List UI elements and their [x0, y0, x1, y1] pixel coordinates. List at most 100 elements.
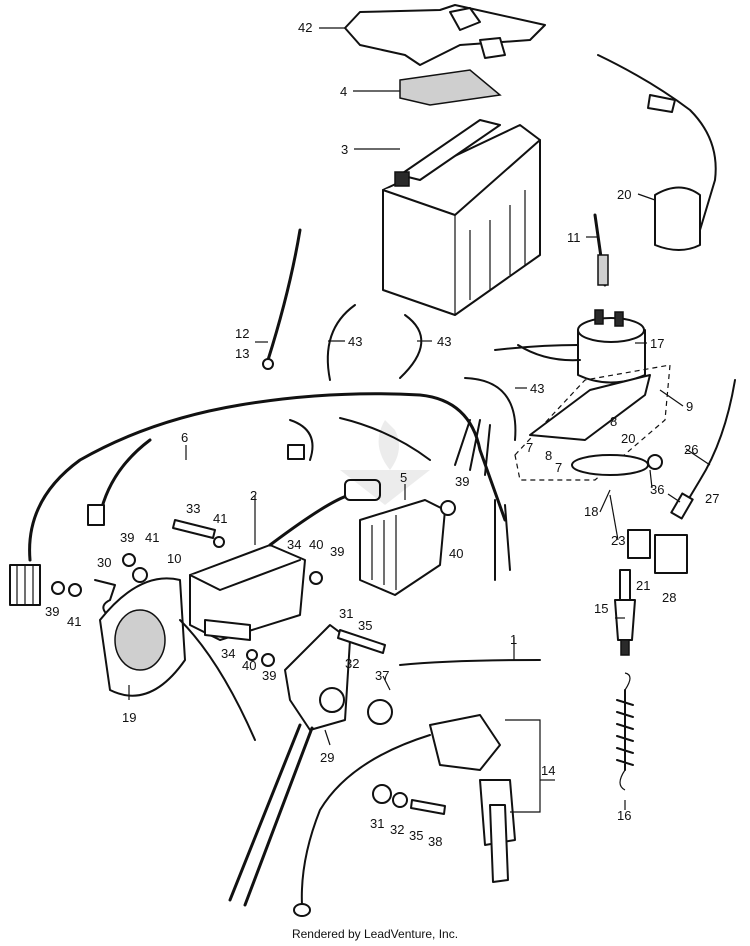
fuse-cover	[654, 186, 701, 251]
callout-19: 19	[122, 710, 136, 725]
washer	[213, 536, 225, 548]
callout-7: 7	[555, 460, 562, 475]
callout-9: 9	[686, 399, 693, 414]
callout-23: 23	[611, 533, 625, 548]
callout-39: 39	[120, 530, 134, 545]
callout-32: 32	[345, 656, 359, 671]
washer	[132, 567, 148, 583]
washer	[246, 649, 258, 661]
callout-40: 40	[309, 537, 323, 552]
callout-5: 5	[400, 470, 407, 485]
callout-41: 41	[145, 530, 159, 545]
nut	[122, 553, 136, 567]
coil-band	[571, 454, 649, 476]
terminal-cover	[597, 254, 609, 286]
callout-27: 27	[705, 491, 719, 506]
callout-8: 8	[610, 414, 617, 429]
callout-13: 13	[235, 346, 249, 361]
turn-relay	[627, 529, 651, 559]
callout-30: 30	[97, 555, 111, 570]
callout-39: 39	[45, 604, 59, 619]
harness-branch	[289, 419, 314, 461]
spring-hook	[619, 672, 631, 791]
battery-negative-cable	[266, 228, 302, 362]
callout-11: 11	[567, 230, 581, 245]
callout-20: 20	[621, 431, 635, 446]
breather-tube	[399, 314, 423, 379]
fuse-wire	[597, 54, 717, 231]
nut	[372, 784, 392, 804]
washer	[440, 500, 456, 516]
nut	[261, 653, 275, 667]
screw	[647, 454, 663, 470]
harness-connector	[287, 444, 305, 460]
callout-35: 35	[409, 828, 423, 843]
harness-connector	[87, 504, 105, 526]
callout-4: 4	[340, 84, 347, 99]
callout-7: 7	[526, 440, 533, 455]
ignition-switch	[293, 714, 516, 917]
callout-40: 40	[449, 546, 463, 561]
callout-34: 34	[287, 537, 301, 552]
harness-connector	[9, 564, 41, 606]
callout-6: 6	[181, 430, 188, 445]
callout-35: 35	[358, 618, 372, 633]
condenser-wire	[399, 659, 541, 666]
callout-3: 3	[341, 142, 348, 157]
callout-28: 28	[662, 590, 676, 605]
callout-39: 39	[330, 544, 344, 559]
callout-labels: 42 4 3 20 11 12 13 43 43 43 17 9 8 7 20 …	[45, 20, 719, 849]
regulator-outline	[514, 364, 671, 481]
callout-1: 1	[510, 632, 517, 647]
nut	[51, 581, 65, 595]
callout-29: 29	[320, 750, 334, 765]
battery	[382, 119, 541, 316]
callout-20: 20	[617, 187, 631, 202]
callout-8: 8	[545, 448, 552, 463]
regulator	[529, 374, 651, 441]
stop-switch-spring	[616, 689, 634, 771]
neutral-switch	[367, 699, 393, 725]
starter-relay	[494, 309, 646, 384]
switch-body	[670, 492, 694, 520]
callout-12: 12	[235, 326, 249, 341]
callout-10: 10	[167, 551, 181, 566]
callout-34: 34	[221, 646, 235, 661]
callout-2: 2	[250, 488, 257, 503]
callout-14: 14	[541, 763, 555, 778]
harness-branch	[454, 419, 491, 476]
callout-31: 31	[370, 816, 384, 831]
callout-21: 21	[636, 578, 650, 593]
washer	[68, 583, 82, 597]
fuse-holder	[647, 94, 676, 113]
callout-43: 43	[348, 334, 362, 349]
winker-relay	[654, 534, 688, 574]
bolt	[172, 519, 216, 539]
breather-tube	[326, 304, 356, 381]
spark-plug	[614, 569, 636, 656]
leader-lines	[128, 27, 711, 813]
callout-32: 32	[390, 822, 404, 837]
coil-bracket	[228, 624, 351, 907]
nut	[309, 571, 323, 585]
stop-switch-cable	[684, 379, 736, 506]
harness-branch	[98, 438, 152, 517]
ignition-coil	[189, 544, 306, 641]
callout-33: 33	[186, 501, 200, 516]
callout-40: 40	[242, 658, 256, 673]
callout-39: 39	[262, 668, 276, 683]
cable-terminal	[262, 358, 274, 370]
callout-38: 38	[428, 834, 442, 849]
breather-tube	[464, 377, 517, 441]
callout-26: 26	[684, 442, 698, 457]
bolt	[337, 629, 386, 654]
callout-42: 42	[298, 20, 312, 35]
main-wire-harness	[28, 392, 507, 562]
callout-41: 41	[213, 511, 227, 526]
callout-18: 18	[584, 504, 598, 519]
cdi-unit	[359, 499, 446, 596]
callout-43: 43	[437, 334, 451, 349]
harness-branch	[494, 499, 511, 581]
footer-credit: Rendered by LeadVenture, Inc.	[291, 927, 459, 941]
callout-43: 43	[530, 381, 544, 396]
